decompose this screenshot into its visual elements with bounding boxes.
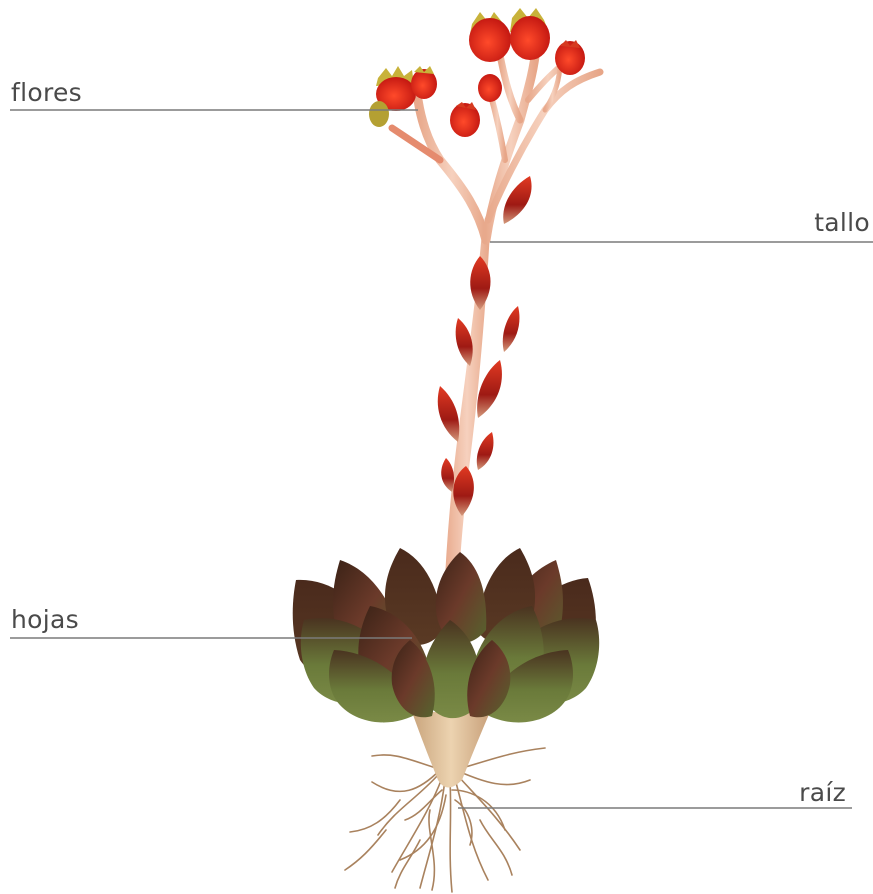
label-leaves: hojas [11, 607, 79, 632]
label-stem: tallo [814, 210, 870, 235]
rosette-leaves [293, 548, 599, 722]
label-flowers: flores [11, 80, 82, 105]
root-base [412, 712, 490, 788]
label-root: raíz [799, 780, 846, 805]
